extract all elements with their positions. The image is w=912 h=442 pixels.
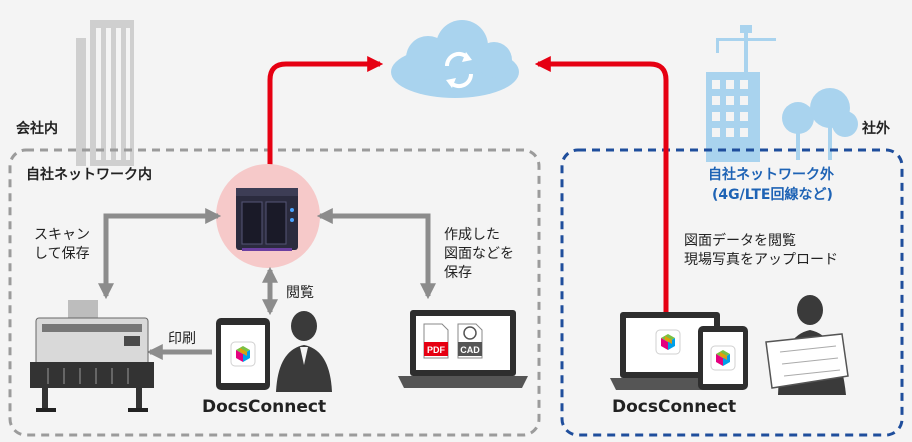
print-label: 印刷: [168, 331, 196, 347]
cad-icon: CAD: [457, 323, 483, 359]
browse-label: 閲覧: [286, 285, 314, 301]
cloud-sync-icon: [391, 20, 519, 98]
docsconnect-right-label: DocsConnect: [612, 397, 737, 417]
nas-to-cloud-arrow: [267, 55, 384, 168]
create-save-label: 作成した 図面などを 保存: [444, 227, 514, 281]
external-network-box: [560, 148, 904, 437]
scan-arrow: [97, 207, 222, 300]
external-network-sublabel: (4G/LTE回線など): [712, 187, 833, 203]
save-arrow: [316, 207, 437, 300]
app-cube-icon: [655, 329, 681, 355]
nas-icon: [236, 188, 298, 251]
construction-site-icon: [706, 25, 858, 162]
pdf-icon: PDF: [423, 323, 449, 359]
remote-actions-label: 図面データを閲覧 現場写真をアップロード: [684, 233, 838, 268]
person-icon: [276, 311, 332, 392]
outside-company-label: 社外: [862, 121, 890, 137]
cad-label: CAD: [460, 345, 480, 355]
pdf-label: PDF: [427, 345, 446, 355]
app-cube-icon: [230, 341, 256, 367]
remote-to-cloud-arrow: [534, 55, 669, 318]
docsconnect-left-label: DocsConnect: [202, 397, 327, 417]
internal-network-box: [8, 148, 541, 437]
internal-network-label: 自社ネットワーク内: [26, 167, 152, 183]
blueprint-icon: [765, 333, 849, 389]
app-cube-icon: [710, 345, 736, 371]
inside-company-label: 会社内: [16, 121, 58, 137]
scan-save-label: スキャン して保存: [34, 227, 90, 262]
external-network-label: 自社ネットワーク外: [708, 167, 834, 183]
office-building-icon: [76, 20, 134, 166]
printer-icon: [30, 300, 154, 412]
